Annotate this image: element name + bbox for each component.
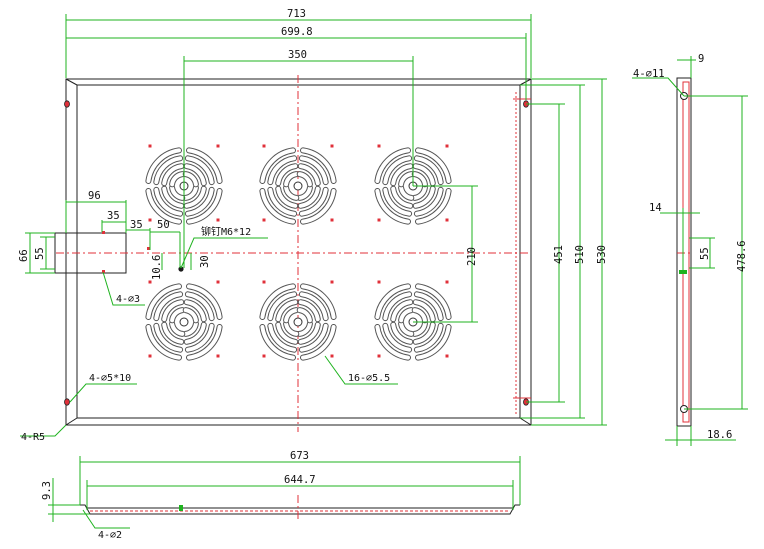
dim-small-offset: 10.6 [151, 255, 163, 280]
dim-hole-x-left: 35 [130, 219, 143, 231]
dim-cutout-height: 66 [18, 249, 30, 262]
fan-mount-hole [216, 354, 220, 358]
fan-grille [374, 144, 452, 225]
fan-grille [259, 144, 337, 225]
fan-mount-hole [445, 354, 449, 358]
fan-grille [374, 280, 452, 361]
bottom-holes-label: 4-∅2 [98, 530, 122, 541]
dim-fan-row-spacing: 210 [466, 247, 478, 266]
fan-grille [145, 280, 223, 361]
fan-mount-hole [216, 144, 220, 148]
fan-mount-hole [377, 354, 381, 358]
fan-mount-hole [330, 144, 334, 148]
bottom-view: 673 644.7 9.3 4-∅2 [41, 450, 521, 541]
fan-mount-hole [445, 218, 449, 222]
side-depth: 18.6 [707, 429, 732, 441]
fan-mount-hole [148, 144, 152, 148]
fan-mount-hole [216, 218, 220, 222]
fan-mount-hole [148, 218, 152, 222]
bottom-height: 9.3 [41, 481, 53, 500]
fan-mount-hole [330, 354, 334, 358]
dim-tab-width: 96 [88, 190, 101, 202]
fan-grilles [145, 144, 452, 361]
side-holes-label: 4-∅11 [633, 68, 665, 80]
dim-cutout-inner: 55 [34, 247, 46, 260]
side-cut-55: 55 [699, 247, 711, 260]
front-view: 713 699.8 350 96 35 35 50 66 55 [18, 8, 608, 443]
slot-label: 4-∅5*10 [89, 373, 131, 384]
fan-mount-hole [262, 280, 266, 284]
dim-height-530: 530 [596, 245, 608, 264]
dim-width-713: 713 [287, 8, 306, 20]
dim-height-451: 451 [553, 245, 565, 264]
bottom-inner: 644.7 [284, 474, 316, 486]
fan-mount-hole [377, 144, 381, 148]
fan-mount-hole [377, 280, 381, 284]
dim-fan-spacing: 350 [288, 49, 307, 61]
fan-mount-hole [148, 354, 152, 358]
bottom-width: 673 [290, 450, 309, 462]
fan-mount-hole [377, 218, 381, 222]
fan-mount-hole [148, 280, 152, 284]
fan-mount-hole [262, 144, 266, 148]
fan-mount-hole [330, 218, 334, 222]
fan-holes-label: 16-∅5.5 [348, 373, 390, 384]
side-span: 478.6 [736, 240, 748, 272]
side-offset-14: 14 [649, 202, 662, 214]
dim-rivet-offset: 30 [199, 255, 211, 268]
fan-grille [145, 144, 223, 225]
fan-mount-hole [262, 354, 266, 358]
fan-mount-hole [445, 280, 449, 284]
side-thickness: 9 [698, 53, 704, 65]
cutout-holes-label: 4-∅3 [116, 294, 140, 305]
dim-tab-offset: 35 [107, 210, 120, 222]
dim-hole-x-right: 50 [157, 219, 170, 231]
dim-height-510: 510 [574, 245, 586, 264]
rivet-label: 铆钉M6*12 [201, 225, 251, 238]
fan-mount-hole [262, 218, 266, 222]
fan-mount-hole [330, 280, 334, 284]
fan-grille [259, 280, 337, 361]
side-view: 4-∅11 9 14 55 478.6 18.6 [632, 53, 748, 446]
corner-radius-label: 4-R5 [21, 432, 45, 443]
dim-width-699: 699.8 [281, 26, 313, 38]
fan-mount-hole [445, 144, 449, 148]
fan-mount-hole [216, 280, 220, 284]
